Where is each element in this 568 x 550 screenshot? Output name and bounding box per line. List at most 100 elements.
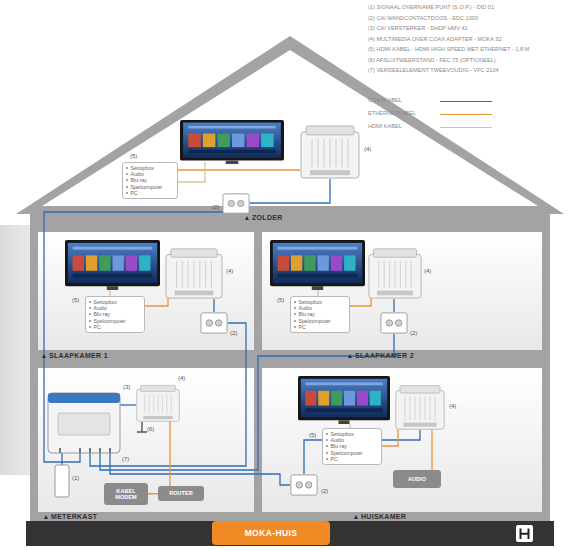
list-item: Settopbox: [299, 299, 322, 305]
bullet-dot: [89, 326, 91, 328]
callout-number: (4): [449, 403, 456, 410]
device-list: SettopboxAudioBlu-raySpelcomputerPC: [122, 162, 178, 199]
bullet-dot: [126, 186, 128, 188]
room-area: ZOLDER SettopboxAudioBlu-raySpelcomputerP…: [40, 110, 540, 228]
list-item: Spelcomputer: [131, 184, 163, 190]
room-name: METERKAST: [51, 513, 97, 520]
room-label: SLAAPKAMER 2: [348, 352, 414, 360]
legend-line: [440, 101, 492, 102]
bullet-dot: [326, 433, 328, 435]
callout-number: (5): [277, 297, 284, 304]
bullet-dot: [326, 452, 328, 454]
floor-marker: [42, 354, 46, 358]
callout-number: (2): [321, 488, 328, 495]
callout-number: (5): [72, 297, 79, 304]
coax-cable: [61, 453, 62, 465]
logo-tile: [516, 525, 533, 542]
list-item: PC: [131, 190, 138, 196]
box-text: ROUTER: [169, 490, 193, 496]
list-row: PC: [294, 324, 346, 330]
list-item: Audio: [131, 171, 144, 177]
splitter-ports: [60, 448, 110, 453]
list-item: PC: [94, 324, 101, 330]
callout-number: (2): [230, 330, 237, 337]
list-row: Settopbox: [294, 299, 346, 305]
box-text: MOKA-HUIS: [245, 528, 298, 538]
box-text: AUDIO: [408, 476, 426, 482]
amplifier-box: [48, 393, 120, 453]
list-row: Blu-ray: [326, 443, 378, 449]
room-name: SLAAPKAMER 2: [355, 352, 414, 359]
ethernet-cable: [431, 430, 432, 470]
list-item: Audio: [299, 305, 312, 311]
amplifier-top: [48, 393, 120, 403]
callout-number: (3): [123, 384, 130, 391]
list-item: Spelcomputer: [94, 318, 126, 324]
wall-socket: [291, 475, 317, 495]
list-row: Settopbox: [326, 431, 378, 437]
moka-adapter: [369, 249, 421, 298]
callout-number: (4): [226, 268, 233, 275]
bullet-dot: [89, 307, 91, 309]
bullet-dot: [126, 173, 128, 175]
list-item: Settopbox: [331, 431, 354, 437]
box-text: KABEL MODEM: [111, 488, 141, 501]
room-name: HUISKAMER: [361, 513, 406, 520]
amplifier-panel: [58, 413, 110, 435]
room-label: ZOLDER: [245, 214, 283, 222]
brand-box: MOKA-HUIS: [212, 521, 330, 545]
device-list: SettopboxAudioBlu-raySpelcomputerPC: [322, 428, 382, 465]
ethernet-cable: [169, 421, 170, 486]
key-entry: (2) CAI WANDCONTACTDOOS - EDC 1000: [368, 15, 478, 22]
wall-socket: [201, 313, 227, 333]
television: [270, 240, 365, 290]
floor-marker: [44, 515, 48, 519]
coax-cable: [393, 299, 394, 312]
callout-number: (5): [309, 432, 316, 439]
hdmi-cable: [178, 162, 205, 182]
bullet-dot: [89, 301, 91, 303]
list-row: Blu-ray: [126, 177, 174, 183]
attic-interior: [42, 50, 538, 206]
list-row: PC: [126, 190, 174, 196]
television: [298, 376, 390, 424]
key-entry: (1) SIGNAAL OVERNAME PUNT (S.O.P.) - DID…: [368, 4, 494, 11]
device-box: ROUTER: [158, 486, 204, 501]
callout-number: (2): [410, 330, 417, 337]
list-item: Settopbox: [131, 165, 154, 171]
signal-point: [55, 465, 69, 497]
bullet-dot: [326, 439, 328, 441]
list-row: Audio: [326, 437, 378, 443]
key-entry: (3) CAI VERSTERKER - DHDP HMV 41: [368, 25, 468, 32]
moka-adapter: [301, 126, 359, 178]
room-label: SLAAPKAMER 1: [42, 352, 108, 360]
bullet-dot: [126, 192, 128, 194]
callout-number: (4): [424, 268, 431, 275]
ethernet-cable: [178, 169, 300, 170]
coax-cable: [120, 404, 136, 405]
list-item: Blu-ray: [331, 443, 347, 449]
wall-socket: [223, 194, 249, 213]
list-row: PC: [89, 324, 141, 330]
room-label: HUISKAMER: [354, 513, 406, 521]
bullet-dot: [294, 326, 296, 328]
list-item: Blu-ray: [131, 177, 147, 183]
list-row: Settopbox: [89, 299, 141, 305]
list-row: Spelcomputer: [294, 318, 346, 324]
list-row: Spelcomputer: [326, 450, 378, 456]
callout-number: (4): [178, 375, 185, 382]
moka-adapter: [396, 386, 444, 430]
legend-text: ETHERNETKABEL: [368, 110, 416, 117]
room-name: SLAAPKAMER 1: [49, 352, 108, 359]
device-box: AUDIO: [393, 470, 441, 488]
bullet-dot: [326, 445, 328, 447]
callout-number: (5): [130, 153, 137, 160]
callout-number: (4): [364, 146, 371, 153]
logo-mark: [521, 529, 529, 540]
list-row: Spelcomputer: [126, 184, 174, 190]
ground-base: [26, 521, 554, 546]
legend-text: HDMI KABEL: [368, 123, 402, 130]
legend-line: [440, 114, 492, 115]
coax-cable: [250, 179, 330, 203]
